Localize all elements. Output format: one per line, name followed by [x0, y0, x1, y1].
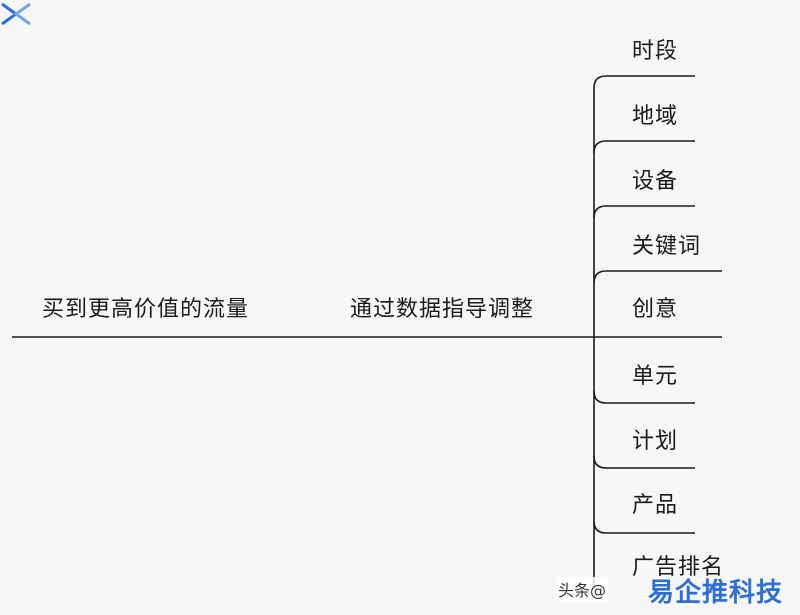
branch-line-4 [593, 270, 722, 284]
watermark-text: 头条@ [556, 577, 609, 601]
watermark-logo-icon [1, 2, 31, 26]
branch-label-9: 广告排名 [632, 555, 725, 580]
branch-line-1 [593, 75, 695, 89]
branch-label-2: 地域 [632, 104, 679, 129]
branch-line-8 [593, 520, 695, 534]
branch-line-2 [593, 140, 695, 154]
watermark-brand: 易企推科技 [648, 578, 784, 608]
branch-line-6 [593, 390, 695, 404]
branch-label-5: 创意 [632, 297, 679, 322]
branch-label-4: 关键词 [632, 234, 702, 259]
root-node-label: 买到更高价值的流量 [42, 297, 250, 322]
branch-line-3 [593, 205, 695, 219]
branch-label-7: 计划 [632, 429, 679, 454]
branch-label-6: 单元 [632, 364, 679, 389]
middle-node-label: 通过数据指导调整 [350, 297, 535, 322]
branch-label-8: 产品 [632, 493, 679, 518]
branch-label-1: 时段 [632, 39, 679, 64]
branch-line-7 [593, 455, 695, 469]
branch-label-3: 设备 [632, 169, 679, 194]
